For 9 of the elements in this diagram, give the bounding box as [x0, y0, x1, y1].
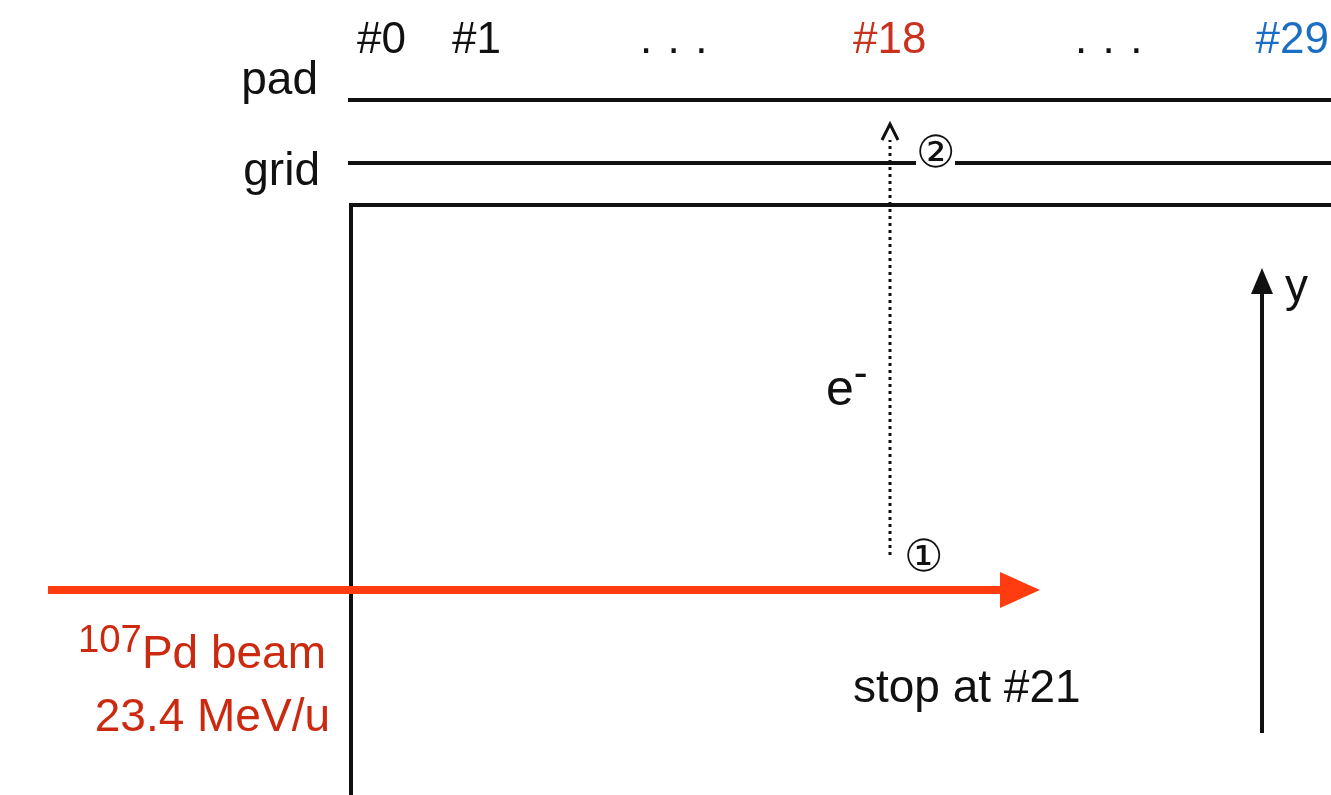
ellipsis: ...	[640, 16, 723, 60]
pad-number: #29	[1255, 16, 1329, 60]
beam-label: $^{107}$Pd beam	[77, 620, 326, 676]
pad-number: #0	[357, 16, 406, 60]
particle-label: e$^{-}$	[826, 352, 868, 413]
pad-number: #18	[853, 16, 927, 60]
beam-energy-label: 23.4 MeV/u	[94, 692, 330, 738]
ellipsis: ...	[1075, 16, 1158, 60]
pad-number: #1	[452, 16, 501, 60]
